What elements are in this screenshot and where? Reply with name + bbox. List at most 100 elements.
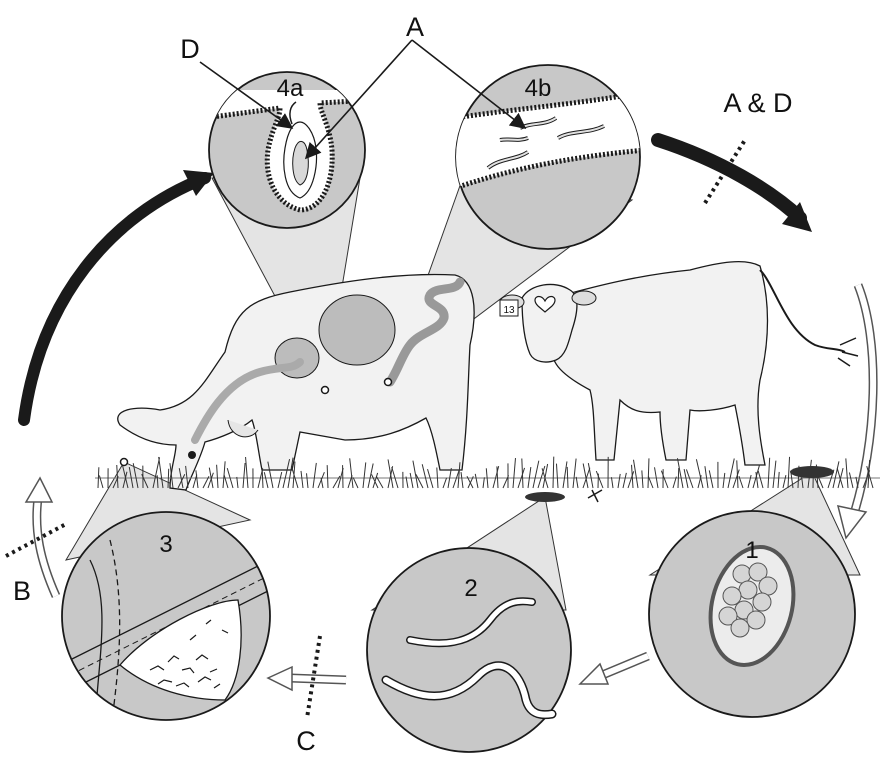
grass-blade	[728, 458, 734, 488]
grazing-cow-body	[118, 274, 474, 490]
grass-blade	[264, 472, 268, 488]
label-c: C	[296, 726, 316, 756]
grass-blade	[168, 469, 169, 488]
grass-blade	[99, 475, 103, 488]
grass-blade	[353, 477, 358, 488]
magnifier-3: 3	[62, 512, 270, 720]
grass-blade	[648, 458, 649, 488]
grass-blade	[573, 459, 576, 488]
grass-blade	[475, 474, 478, 488]
grass-blade	[533, 461, 539, 488]
panel-label-4b: 4b	[525, 75, 552, 102]
grass-blade	[642, 470, 643, 488]
cycle-arrow-top-right	[658, 140, 800, 218]
grass-blade	[596, 471, 603, 488]
grass-blade	[422, 464, 428, 488]
standing-cow-ear-right	[572, 291, 596, 305]
grass-blade	[611, 477, 613, 488]
outline-arrow-1-to-2	[580, 656, 648, 684]
label-b: B	[13, 576, 31, 606]
grass-blade	[443, 478, 447, 488]
grass-blade	[350, 458, 353, 488]
larva-on-grass-mark	[588, 490, 602, 502]
outline-arrow-right-head	[838, 506, 866, 538]
panel-label-4a: 4a	[277, 75, 304, 102]
grass-blade	[758, 471, 763, 488]
grass-blade	[696, 459, 703, 488]
grass-blade	[483, 477, 484, 488]
grass-blade	[705, 466, 708, 488]
focus-point-3	[121, 459, 128, 466]
grass-blade	[783, 475, 786, 488]
grass-blade	[313, 463, 316, 488]
standing-cow-tail-tuft	[838, 338, 858, 366]
grass-blade	[327, 465, 328, 488]
magnifier-4b: 4b	[455, 65, 645, 249]
grass-blade	[223, 461, 225, 488]
grass-blade	[321, 478, 323, 488]
grazing-cow-rumen	[319, 295, 395, 365]
grass-blade	[773, 461, 776, 488]
grass-blade	[576, 477, 578, 488]
grass-blade	[709, 470, 713, 488]
grass-blade	[618, 474, 620, 488]
grass-blade	[262, 468, 263, 488]
cycle-arrow-left	[24, 178, 205, 420]
panel-label-2: 2	[464, 575, 477, 602]
grass-blade	[428, 469, 433, 488]
grass-blade	[556, 464, 558, 488]
grass-blade	[849, 473, 853, 488]
grass-blade	[553, 457, 554, 488]
panel-label-1: 1	[745, 537, 758, 564]
grass-blade	[513, 458, 515, 488]
label-d: D	[180, 34, 200, 64]
grass-blade	[522, 459, 523, 488]
grass-blade	[563, 461, 567, 488]
manure-pile-1	[790, 466, 834, 478]
magnifier-1: 1	[649, 511, 855, 717]
grass-blade	[723, 473, 725, 488]
grass-blade	[243, 463, 245, 488]
grass-blade	[196, 470, 198, 488]
grass-blade	[633, 460, 638, 488]
grass-blade	[768, 458, 770, 488]
grass-blade	[748, 475, 751, 488]
grass-blade	[410, 473, 413, 488]
grass-blade	[678, 468, 679, 488]
panel-label-3: 3	[159, 531, 172, 558]
grass-blade	[301, 471, 303, 488]
label-a: A	[406, 12, 424, 42]
grass-blade	[778, 472, 779, 488]
grass-blade	[413, 461, 418, 488]
grass-blade	[737, 460, 738, 488]
standing-cow: 13	[500, 262, 858, 465]
ear-tag-number: 13	[503, 305, 515, 316]
grass-blade	[278, 472, 282, 488]
focus-point-4b	[385, 379, 392, 386]
grass-blade	[567, 467, 568, 488]
label-a-and-d: A & D	[723, 88, 792, 118]
grass-blade	[224, 475, 228, 488]
grazing-cow-eye	[188, 451, 196, 459]
grass-blade	[461, 472, 463, 488]
grass-blade	[307, 473, 308, 488]
grass-blade	[788, 457, 790, 488]
grass-blade	[237, 477, 238, 488]
grass-blade	[217, 465, 218, 488]
grass-blade	[623, 473, 626, 488]
outline-arrow-right-inner	[852, 285, 873, 520]
grass-blade	[846, 458, 848, 488]
grass-blade	[246, 457, 248, 488]
standing-cow-tail	[760, 270, 845, 352]
grass-blade	[588, 463, 593, 488]
grass-blade	[833, 461, 839, 488]
grass-blade	[98, 467, 99, 488]
outline-arrow-2-to-3	[268, 667, 346, 690]
focus-point-4a	[322, 387, 329, 394]
grass-blade	[363, 462, 366, 488]
grass-blade	[661, 471, 668, 488]
magnifier-2: 2	[367, 548, 571, 752]
grass-blade	[437, 467, 438, 488]
grazing-cow	[118, 274, 474, 490]
